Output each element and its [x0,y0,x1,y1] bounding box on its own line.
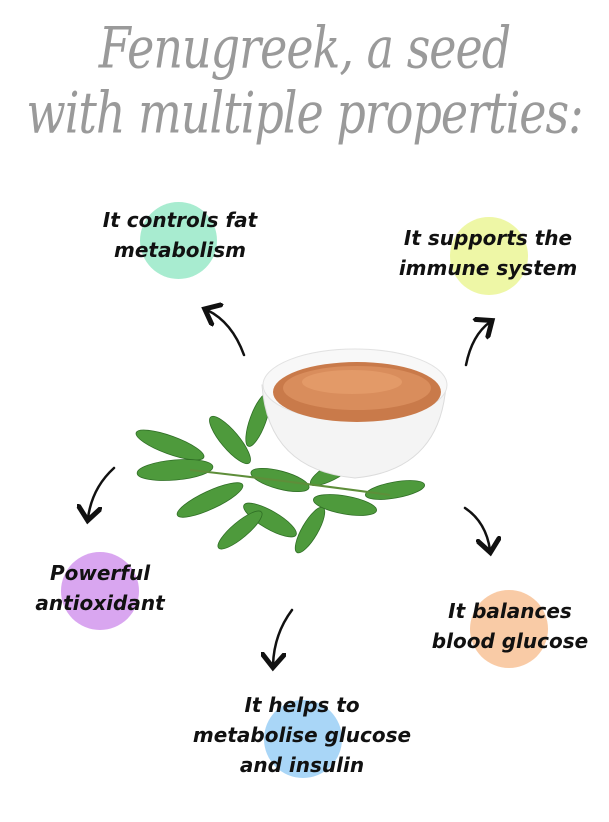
label-line: It controls fat [102,208,258,232]
property-glucose-insulin: It helps to metabolise glucose and insul… [193,690,411,780]
title-line-1: Fenugreek, a seed [98,13,511,82]
property-blood-glucose: It balances blood glucose [432,596,588,656]
arrows [88,310,490,665]
label-line: and insulin [239,753,365,777]
label-line: antioxidant [35,591,165,615]
circle-yellow [450,217,528,295]
arrow-down-left [88,466,116,518]
label-line: blood glucose [431,629,589,653]
arrow-up-left [207,310,246,357]
circle-blue [264,700,342,778]
fenugreek-leaves-image [135,393,425,554]
label-line: Powerful [49,561,151,585]
circle-purple [61,552,139,630]
label-line: It supports the [403,226,573,250]
arrow-up-right [464,322,490,367]
property-antioxidant: Powerful antioxidant [35,558,164,618]
title-line-2: with multiple properties: [26,78,583,147]
label-line: It helps to [244,693,360,717]
property-immune-system: It supports the immune system [399,223,577,283]
arrow-down [273,608,294,665]
label-line: It balances [448,599,572,623]
title: Fenugreek, a seed with multiple properti… [0,15,609,145]
arrow-down-right [463,506,490,550]
label-line: metabolise glucose [192,723,412,747]
label-line: metabolism [114,238,246,262]
circle-peach [470,590,548,668]
circle-green [140,202,217,279]
seed-bowl-image [261,348,448,479]
property-fat-metabolism: It controls fat metabolism [103,205,257,265]
label-line: immune system [398,256,578,280]
